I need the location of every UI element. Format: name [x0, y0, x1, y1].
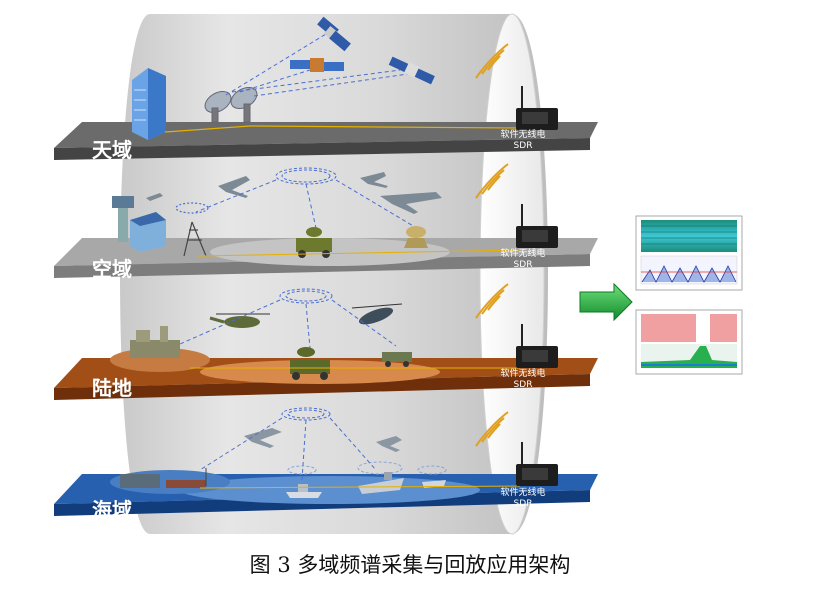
spectrum-waterfall-plot — [635, 215, 743, 291]
sdr-label-line1: 软件无线电 — [500, 369, 546, 379]
sdr-label-air: 软件无线电 SDR — [488, 249, 558, 271]
sdr-label-land: 软件无线电 SDR — [488, 369, 558, 391]
sdr-device-icon — [516, 204, 558, 248]
wireless-signal-icons — [475, 43, 509, 447]
military-vehicle-icon — [290, 347, 330, 380]
land-layer — [54, 288, 598, 400]
space-layer — [54, 16, 598, 160]
armored-vehicle-icon — [382, 352, 412, 367]
radar-station-icon — [404, 226, 428, 248]
sdr-label-line2: SDR — [513, 380, 533, 390]
port-icon — [120, 468, 207, 488]
layer-label-space: 天域 — [92, 138, 132, 162]
military-base-icon — [130, 326, 180, 358]
layer-label-sea: 海域 — [92, 498, 132, 522]
sdr-label-line2: SDR — [513, 141, 533, 151]
air-layer — [54, 167, 598, 278]
satellite-icon — [317, 16, 351, 52]
sdr-device-icon — [516, 324, 558, 368]
sdr-device-icon — [516, 86, 558, 130]
radio-tower-icon — [175, 202, 209, 257]
building-icon — [132, 68, 166, 140]
sea-layer — [54, 407, 598, 516]
helicopter-icon — [351, 303, 403, 325]
aircraft-icon — [146, 172, 442, 214]
satellite-dish-icon — [204, 87, 258, 123]
sdr-device-icon — [516, 442, 558, 486]
sdr-label-line1: 软件无线电 — [500, 130, 546, 140]
sdr-label-space: 软件无线电 SDR — [488, 130, 558, 152]
output-arrow — [579, 282, 633, 322]
sdr-label-line1: 软件无线电 — [500, 249, 546, 259]
satellite-icon — [290, 58, 344, 72]
warship-icon — [286, 484, 322, 498]
layer-label-air: 空域 — [92, 257, 132, 281]
sdr-label-line1: 软件无线电 — [500, 488, 546, 498]
sdr-label-sea: 软件无线电 SDR — [488, 488, 558, 510]
fighter-jet-icon — [244, 428, 402, 452]
sdr-label-line2: SDR — [513, 499, 533, 509]
satellite-links — [225, 33, 409, 97]
spectrum-peak-plot — [635, 309, 743, 375]
sdr-label-line2: SDR — [513, 260, 533, 270]
control-tower-icon — [112, 196, 166, 252]
layer-label-land: 陆地 — [92, 376, 132, 400]
satellite-icon — [388, 56, 435, 85]
helicopter-icon — [209, 313, 270, 328]
figure-caption: 图 3 多域频谱采集与回放应用架构 — [249, 553, 571, 577]
aircraft-carrier-icon — [358, 472, 404, 494]
